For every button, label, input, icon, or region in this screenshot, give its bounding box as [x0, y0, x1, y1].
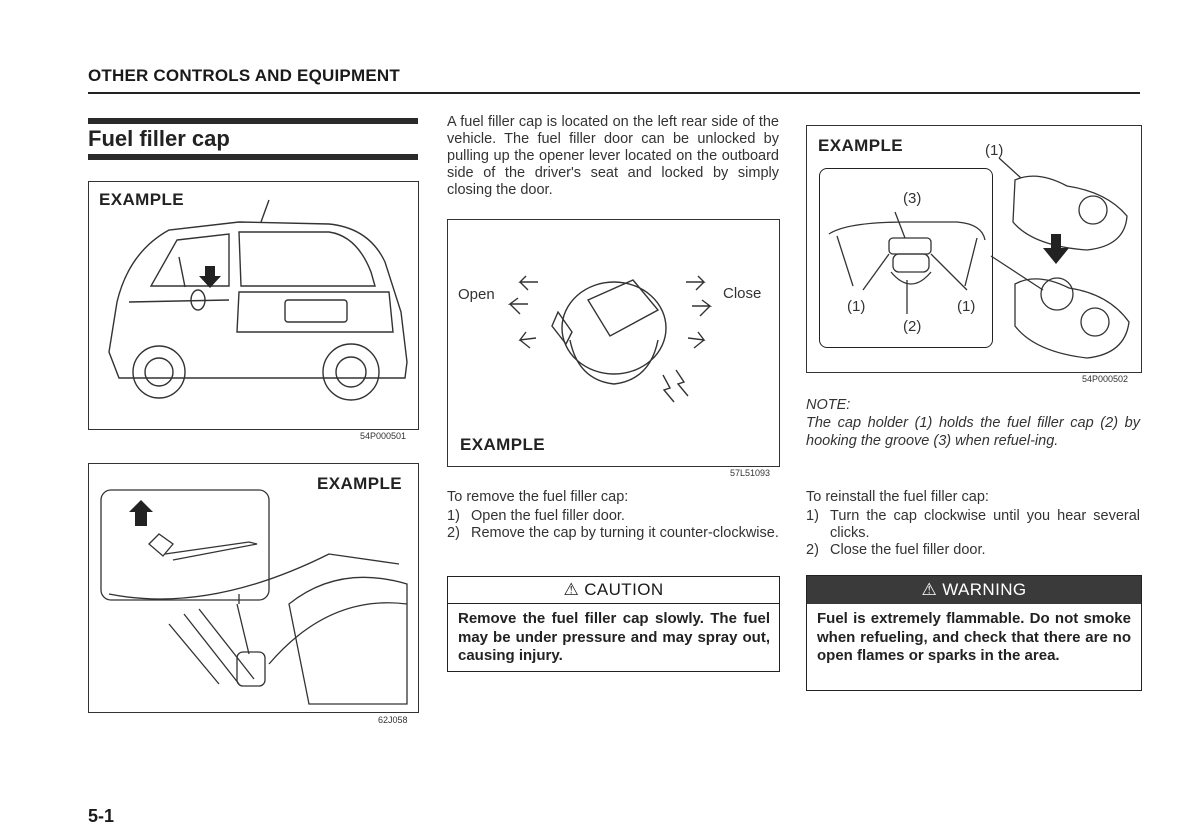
header-rule: [88, 92, 1140, 94]
figure-code: 62J058: [378, 715, 408, 725]
figure-code: 57L51093: [730, 468, 771, 478]
reinstall-steps: 1) Turn the cap clockwise until you hear …: [806, 508, 1140, 559]
caution-text: Remove the fuel filler cap slowly. The f…: [458, 610, 770, 664]
warning-text: Fuel is extremely flammable. Do not smok…: [817, 610, 1131, 664]
open-label: Open: [458, 286, 495, 303]
step-number: 1): [447, 508, 460, 524]
figure-label: EXAMPLE: [317, 474, 402, 493]
section-title: Fuel filler cap: [88, 126, 230, 151]
cap-illustration: [507, 275, 713, 403]
holder-inset: [819, 168, 993, 348]
list-item: 2) Close the fuel filler door.: [806, 542, 1140, 559]
figure-holder: EXAMPLE (1) (3) (1) (1) (2): [806, 125, 1142, 373]
reinstall-heading: To reinstall the fuel filler cap:: [806, 489, 989, 505]
warning-header: ⚠ WARNING: [807, 576, 1141, 604]
list-item: 2) Remove the cap by turning it counter-c…: [447, 525, 779, 542]
note-text: The cap holder (1) holds the fuel filler…: [806, 415, 1140, 449]
step-number: 1): [806, 508, 819, 524]
list-item: 1) Open the fuel filler door.: [447, 508, 779, 525]
callout-label: (1): [957, 298, 976, 315]
warning-title: WARNING: [942, 580, 1027, 599]
intro-paragraph: A fuel filler cap is located on the left…: [447, 114, 779, 198]
step-number: 2): [806, 542, 819, 558]
opener-illustration: [100, 489, 408, 705]
remove-heading: To remove the fuel filler cap:: [447, 489, 629, 505]
callout-label: (2): [903, 318, 922, 335]
callout-label: (3): [903, 190, 922, 207]
caution-icon: ⚠: [563, 580, 580, 599]
figure-cap: EXAMPLE Open Close: [447, 219, 780, 467]
warning-box: ⚠ WARNING Fuel is extremely flammable. D…: [806, 575, 1142, 691]
step-number: 2): [447, 525, 460, 541]
section-bar-top: [88, 118, 418, 124]
step-text: Remove the cap by turning it counter-clo…: [471, 525, 779, 541]
warning-icon: ⚠: [921, 580, 938, 599]
figure-label: EXAMPLE: [818, 136, 903, 155]
step-text: Turn the cap clockwise until you hear se…: [830, 508, 1140, 541]
caution-box: ⚠ CAUTION Remove the fuel filler cap slo…: [447, 576, 780, 672]
caution-title: CAUTION: [584, 580, 664, 599]
section-bar-bottom: [88, 154, 418, 160]
close-label: Close: [723, 285, 762, 302]
figure-label: EXAMPLE: [460, 435, 545, 454]
callout-label: (1): [847, 298, 866, 315]
figure-label: EXAMPLE: [99, 190, 184, 209]
caution-header: ⚠ CAUTION: [448, 577, 779, 604]
holder-illustration: [828, 157, 1130, 359]
list-item: 1) Turn the cap clockwise until you hear …: [806, 508, 1140, 542]
figure-opener: EXAMPLE: [88, 463, 419, 713]
figure-car: EXAMPLE: [88, 181, 419, 430]
car-illustration: [108, 199, 408, 401]
figure-code: 54P000501: [360, 431, 407, 441]
figure-code: 54P000502: [1082, 374, 1129, 384]
page-number: 5-1: [88, 806, 115, 826]
step-text: Open the fuel filler door.: [471, 508, 625, 524]
step-text: Close the fuel filler door.: [830, 542, 986, 558]
page-header-title: OTHER CONTROLS AND EQUIPMENT: [88, 66, 400, 85]
remove-steps: 1) Open the fuel filler door. 2) Remove th…: [447, 508, 779, 542]
note-label: NOTE:: [806, 397, 851, 413]
callout-label: (1): [985, 142, 1004, 159]
